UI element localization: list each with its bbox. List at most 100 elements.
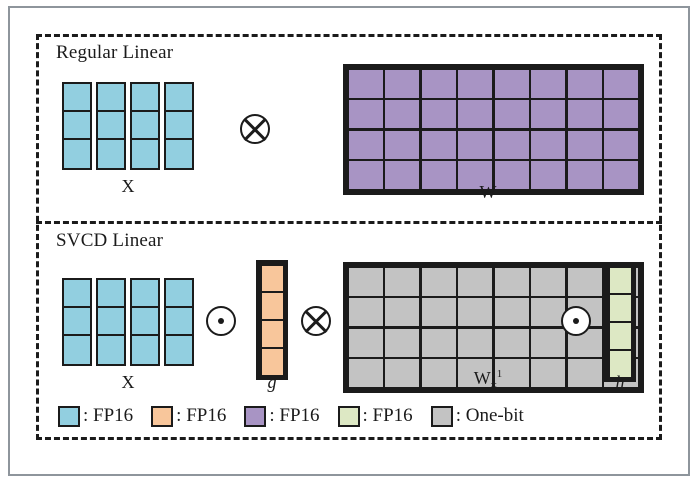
section-label-regular-linear: Regular Linear	[56, 42, 174, 63]
matrix-cell	[567, 359, 602, 387]
matrix-cell	[531, 130, 565, 159]
matrix-cell	[385, 130, 419, 159]
matrix-cell	[385, 69, 419, 98]
matrix-cell	[531, 267, 565, 296]
legend-label: : FP16	[362, 405, 413, 426]
matrix-cell	[132, 84, 158, 112]
legend-label: : One-bit	[455, 405, 524, 426]
vector-cell	[261, 265, 283, 291]
circled-dot-icon-right	[561, 306, 591, 336]
row-divider	[36, 221, 662, 224]
matrix-cell	[567, 130, 602, 159]
matrix-cell	[567, 161, 602, 189]
matrix-cell	[98, 112, 124, 140]
vector-cell	[609, 295, 631, 321]
matrix-cell	[348, 130, 383, 159]
matrix-cell	[458, 328, 492, 357]
matrix-cell	[421, 359, 456, 387]
circled-times-icon-svcd	[301, 306, 331, 336]
legend-item: : FP16	[244, 405, 320, 427]
matrix-cell	[421, 267, 456, 296]
legend-label: : FP16	[269, 405, 320, 426]
legend-item: : One-bit	[430, 405, 524, 427]
circled-times-icon-regular	[240, 114, 270, 144]
matrix-cell	[385, 298, 419, 326]
legend-item: : FP16	[337, 405, 413, 427]
legend-swatch-purple-fp16	[244, 405, 267, 427]
matrix-cell	[64, 140, 90, 168]
legend-label: : FP16	[83, 405, 134, 426]
matrix-cell	[64, 112, 90, 140]
matrix-cell	[531, 69, 565, 98]
matrix-cell	[604, 161, 638, 189]
matrix-cell	[132, 112, 158, 140]
matrix-cell	[494, 298, 529, 326]
matrix-cell	[385, 359, 419, 387]
matrix-x-svcd	[62, 278, 194, 366]
circled-dot-icon-left	[206, 306, 236, 336]
vector-g	[256, 260, 288, 380]
legend-swatch-orange-fp16	[151, 405, 174, 427]
matrix-cell	[166, 336, 192, 364]
matrix-column	[164, 82, 194, 170]
matrix-w-svcd-label-sub: ±	[490, 378, 497, 390]
matrix-cell	[494, 161, 529, 189]
matrix-cell	[98, 280, 124, 308]
matrix-x-svcd-label: X	[121, 372, 135, 392]
vector-cell	[609, 351, 631, 377]
matrix-column	[96, 278, 126, 366]
matrix-cell	[458, 359, 492, 387]
matrix-cell	[421, 298, 456, 326]
matrix-cell	[458, 69, 492, 98]
matrix-cell	[64, 336, 90, 364]
matrix-cell	[166, 112, 192, 140]
matrix-w-regular	[343, 64, 644, 195]
matrix-cell	[385, 328, 419, 357]
matrix-cell	[385, 267, 419, 296]
matrix-cell	[421, 130, 456, 159]
matrix-cell	[458, 267, 492, 296]
vector-cell	[261, 349, 283, 375]
matrix-cell	[132, 308, 158, 336]
matrix-cell	[567, 100, 602, 128]
vector-cell	[261, 321, 283, 347]
vector-g-label: g	[267, 372, 277, 392]
matrix-cell	[421, 69, 456, 98]
matrix-cell	[166, 280, 192, 308]
matrix-cell	[348, 298, 383, 326]
matrix-cell	[531, 328, 565, 357]
vector-cell	[609, 323, 631, 349]
matrix-cell	[458, 130, 492, 159]
matrix-cell	[132, 280, 158, 308]
matrix-cell	[567, 69, 602, 98]
matrix-cell	[531, 161, 565, 189]
matrix-cell	[385, 161, 419, 189]
matrix-cell	[494, 359, 529, 387]
matrix-cell	[531, 298, 565, 326]
dashed-container	[36, 34, 662, 440]
matrix-cell	[494, 69, 529, 98]
vector-cell	[609, 267, 631, 293]
matrix-column	[96, 82, 126, 170]
matrix-column	[130, 82, 160, 170]
matrix-cell	[348, 328, 383, 357]
matrix-cell	[348, 267, 383, 296]
matrix-w-svcd-label: W±1	[343, 368, 633, 390]
matrix-cell	[421, 100, 456, 128]
matrix-cell	[458, 298, 492, 326]
matrix-cell	[166, 140, 192, 168]
matrix-cell	[132, 140, 158, 168]
legend-item: : FP16	[151, 405, 226, 427]
matrix-column	[62, 82, 92, 170]
matrix-cell	[494, 130, 529, 159]
matrix-cell	[604, 100, 638, 128]
matrix-cell	[531, 359, 565, 387]
vector-h-label: h	[615, 372, 625, 392]
matrix-column	[130, 278, 160, 366]
legend-item: : FP16	[58, 405, 133, 427]
matrix-cell	[421, 328, 456, 357]
matrix-cell	[64, 280, 90, 308]
matrix-w-regular-label: W	[479, 182, 497, 202]
matrix-column	[62, 278, 92, 366]
legend-label: : FP16	[176, 405, 227, 426]
